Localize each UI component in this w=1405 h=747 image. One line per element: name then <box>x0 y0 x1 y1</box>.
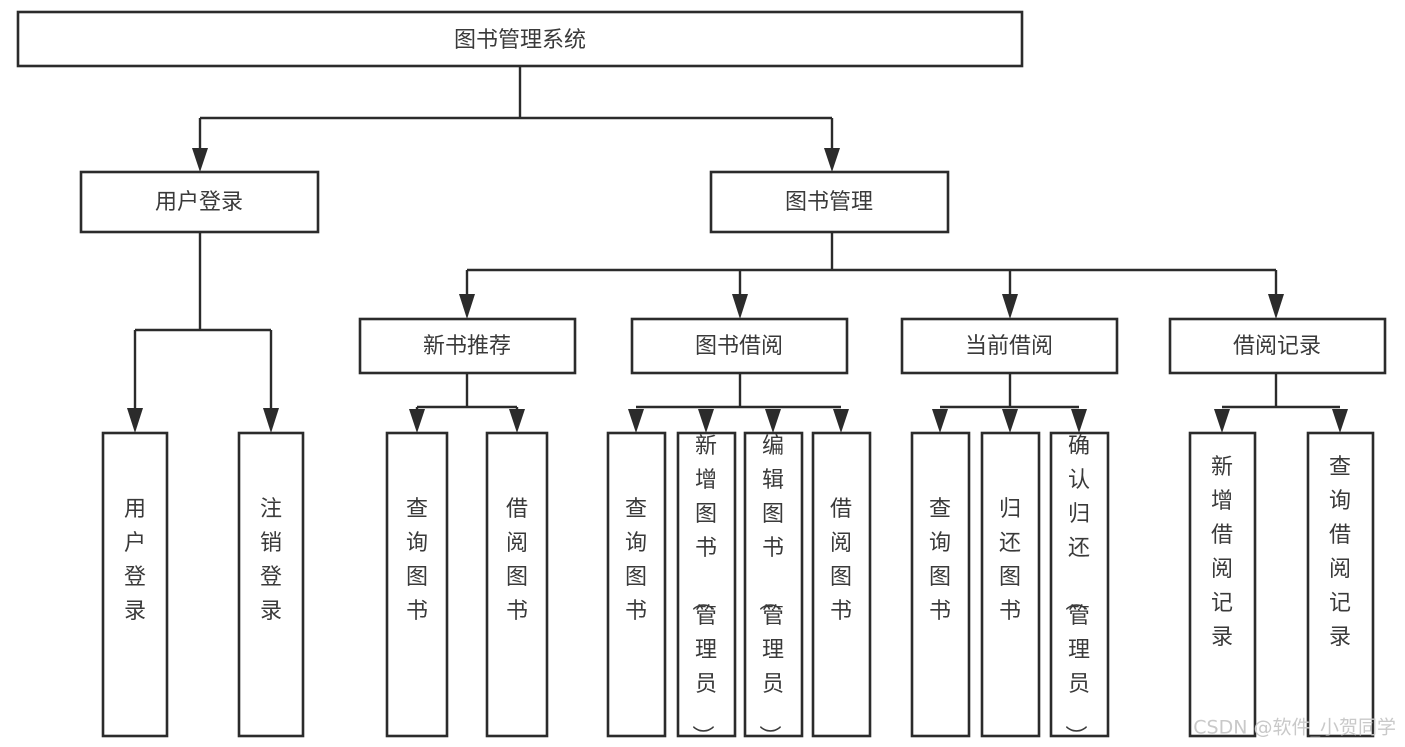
leaf-current-return[interactable]: 归还图书 <box>980 431 1041 738</box>
node-new-book-recommend[interactable]: 新书推荐 <box>358 317 577 375</box>
leaf-newbook-query-label: 查询图书 <box>406 497 428 624</box>
leaf-current-query-box[interactable] <box>910 431 971 738</box>
leaf-user-login-logout[interactable]: 注销登录 <box>237 431 305 738</box>
arrow-userlogin-leaf2 <box>263 408 279 433</box>
arrow-record-l2 <box>1332 409 1348 433</box>
leaf-newbook-borrow-label: 借阅图书 <box>506 497 528 624</box>
leaf-user-login-login-box[interactable] <box>101 431 169 738</box>
arrow-current-l3 <box>1071 409 1087 433</box>
arrow-bookmgmt-c1 <box>459 294 475 319</box>
connector-layer <box>127 66 1348 433</box>
node-current-borrow-label: 当前借阅 <box>965 334 1053 359</box>
leaf-current-confirm-return[interactable]: 确认归还（管理员） <box>1049 431 1110 747</box>
leaf-user-login-logout-box[interactable] <box>237 431 305 738</box>
leaf-record-add-box[interactable] <box>1188 431 1257 738</box>
arrow-borrow-l1 <box>628 409 644 433</box>
leaf-borrow-add-box[interactable] <box>676 431 737 738</box>
leaf-user-login-login[interactable]: 用户登录 <box>101 431 169 738</box>
node-user-login[interactable]: 用户登录 <box>79 170 320 234</box>
leaf-borrow-add[interactable]: 新增图书（管理员） <box>676 431 737 747</box>
leaf-record-query-box[interactable] <box>1306 431 1375 738</box>
node-user-login-box[interactable] <box>79 170 320 234</box>
leaf-borrow-edit[interactable]: 编辑图书（管理员） <box>743 431 804 747</box>
leaf-current-confirm-return-box[interactable] <box>1049 431 1110 738</box>
leaf-borrow-query-label: 查询图书 <box>625 497 647 624</box>
leaf-newbook-borrow[interactable]: 借阅图书 <box>485 431 549 738</box>
node-new-book-recommend-label: 新书推荐 <box>423 334 511 359</box>
node-book-management-box[interactable] <box>709 170 950 234</box>
watermark-label: CSDN @软件_小贺同学 <box>1193 717 1396 739</box>
leaf-record-query-label: 查询借阅记录 <box>1329 455 1351 650</box>
node-root[interactable]: 图书管理系统 <box>16 10 1024 68</box>
node-book-borrow[interactable]: 图书借阅 <box>630 317 849 375</box>
arrow-borrow-l3 <box>765 409 781 433</box>
leaf-record-add[interactable]: 新增借阅记录 <box>1188 431 1257 738</box>
arrow-current-l1 <box>932 409 948 433</box>
node-current-borrow[interactable]: 当前借阅 <box>900 317 1119 375</box>
leaf-newbook-query-box[interactable] <box>385 431 449 738</box>
node-book-management[interactable]: 图书管理 <box>709 170 950 234</box>
leaf-borrow-borrow-label: 借阅图书 <box>830 497 852 624</box>
leaf-user-login-login-label: 用户登录 <box>124 497 146 624</box>
arrow-bookmgmt-c3 <box>1002 294 1018 319</box>
leaf-borrow-query[interactable]: 查询图书 <box>606 431 667 738</box>
leaf-record-query[interactable]: 查询借阅记录 <box>1306 431 1375 738</box>
arrow-bookmgmt-c4 <box>1268 294 1284 319</box>
leaf-borrow-edit-label: 编辑图书（管理员） <box>756 434 784 747</box>
leaf-current-query[interactable]: 查询图书 <box>910 431 971 738</box>
arrow-bookmgmt-c2 <box>732 294 748 319</box>
node-current-borrow-box[interactable] <box>900 317 1119 375</box>
leaf-current-return-label: 归还图书 <box>999 497 1021 624</box>
node-book-borrow-label: 图书借阅 <box>695 334 783 359</box>
leaf-current-confirm-return-label: 确认归还（管理员） <box>1062 434 1090 747</box>
arrow-borrow-l4 <box>833 409 849 433</box>
node-borrow-record-box[interactable] <box>1168 317 1387 375</box>
arrow-borrow-l2 <box>698 409 714 433</box>
leaf-borrow-borrow-box[interactable] <box>811 431 872 738</box>
leaf-current-query-label: 查询图书 <box>929 497 951 624</box>
arrow-newbook-l2 <box>509 409 525 433</box>
arrow-root-to-book-mgmt <box>824 148 840 172</box>
node-root-box[interactable] <box>16 10 1024 68</box>
node-borrow-record[interactable]: 借阅记录 <box>1168 317 1387 375</box>
arrow-root-to-user-login <box>192 148 208 172</box>
arrow-userlogin-leaf1 <box>127 408 143 433</box>
leaf-newbook-borrow-box[interactable] <box>485 431 549 738</box>
arrow-record-l1 <box>1214 409 1230 433</box>
node-new-book-recommend-box[interactable] <box>358 317 577 375</box>
node-book-management-label: 图书管理 <box>785 190 873 215</box>
leaf-record-add-label: 新增借阅记录 <box>1211 455 1233 650</box>
node-root-label: 图书管理系统 <box>454 28 586 53</box>
leaf-current-return-box[interactable] <box>980 431 1041 738</box>
leaf-newbook-query[interactable]: 查询图书 <box>385 431 449 738</box>
leaf-borrow-borrow[interactable]: 借阅图书 <box>811 431 872 738</box>
arrow-current-l2 <box>1002 409 1018 433</box>
arrow-newbook-l1 <box>409 409 425 433</box>
leaf-user-login-logout-label: 注销登录 <box>260 497 282 624</box>
leaf-borrow-query-box[interactable] <box>606 431 667 738</box>
leaf-borrow-edit-box[interactable] <box>743 431 804 738</box>
node-book-borrow-box[interactable] <box>630 317 849 375</box>
leaf-borrow-add-label: 新增图书（管理员） <box>689 434 717 747</box>
node-borrow-record-label: 借阅记录 <box>1233 334 1321 359</box>
node-user-login-label: 用户登录 <box>155 190 243 215</box>
